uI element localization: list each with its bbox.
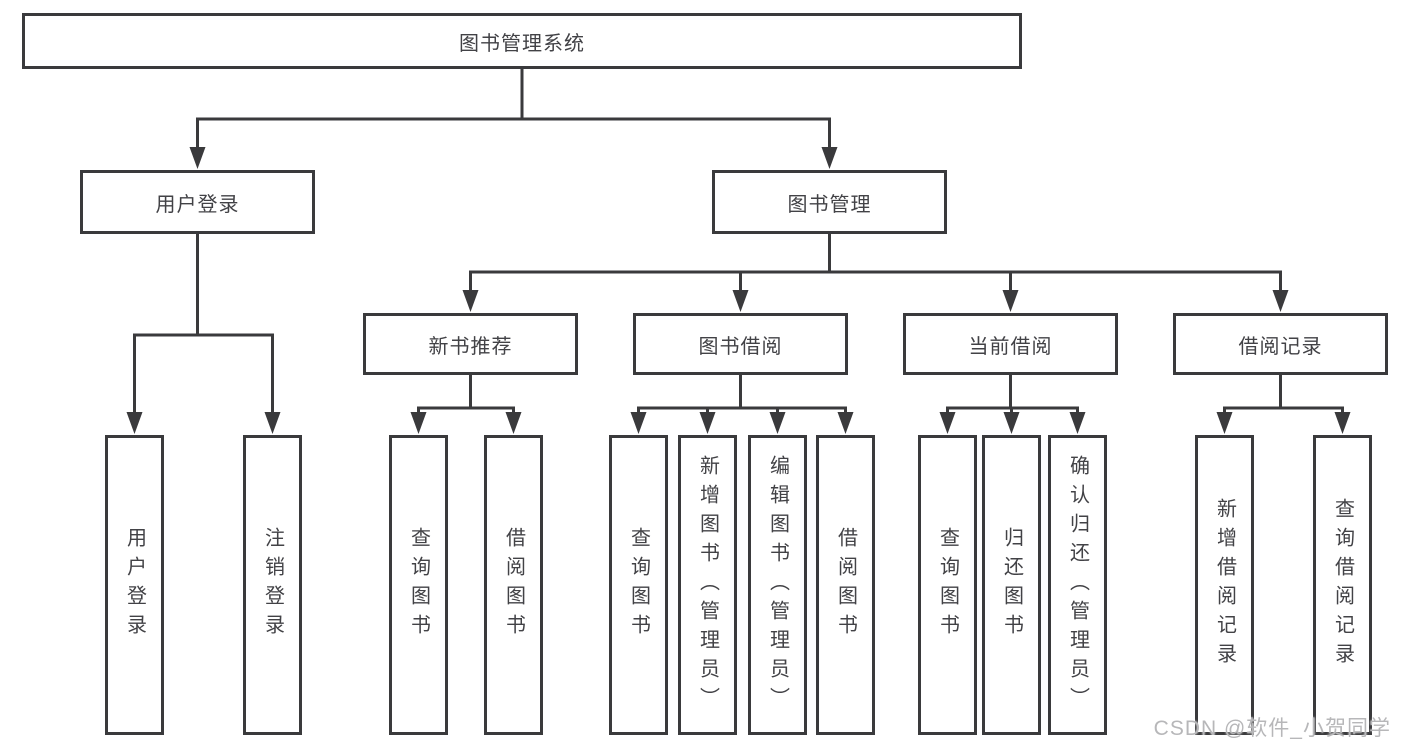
leaf-logout-login: 注销登录 — [243, 435, 302, 735]
node-new-book-recommendation: 新书推荐 — [363, 313, 578, 375]
leaf-borrowing-query-books: 查询图书 — [609, 435, 668, 735]
node-borrowing-records: 借阅记录 — [1173, 313, 1388, 375]
node-label: 用户登录 — [123, 527, 146, 643]
node-label: 查询图书 — [407, 527, 430, 643]
leaf-borrowing-edit-books-admin: 编辑图书（管理员） — [748, 435, 807, 735]
node-label: 新增图书（管理员） — [696, 454, 719, 716]
node-label: 当前借阅 — [968, 335, 1053, 358]
node-user-login: 用户登录 — [80, 170, 315, 234]
node-label: 编辑图书（管理员） — [766, 454, 789, 716]
leaf-current-query-books: 查询图书 — [918, 435, 977, 735]
node-label: 查询图书 — [627, 527, 650, 643]
csdn-watermark: CSDN @软件_小贺同学 — [1153, 717, 1391, 740]
node-book-borrowing: 图书借阅 — [633, 313, 848, 375]
leaf-borrowing-add-books-admin: 新增图书（管理员） — [678, 435, 737, 735]
node-library-system: 图书管理系统 — [22, 13, 1022, 69]
leaf-records-query-record: 查询借阅记录 — [1313, 435, 1372, 735]
node-label: 图书管理 — [787, 193, 872, 216]
node-label: 借阅图书 — [502, 527, 525, 643]
node-label: 注销登录 — [261, 527, 284, 643]
node-current-borrowing: 当前借阅 — [903, 313, 1118, 375]
node-label: 用户登录 — [155, 193, 240, 216]
node-book-management: 图书管理 — [712, 170, 947, 234]
node-label: 归还图书 — [1000, 527, 1023, 643]
node-label: 借阅记录 — [1238, 335, 1323, 358]
leaf-records-add-record: 新增借阅记录 — [1195, 435, 1254, 735]
leaf-user-login: 用户登录 — [105, 435, 164, 735]
node-label: 新书推荐 — [428, 335, 513, 358]
leaf-borrowing-borrow-books: 借阅图书 — [816, 435, 875, 735]
leaf-recommend-borrow-books: 借阅图书 — [484, 435, 543, 735]
node-label: 借阅图书 — [834, 527, 857, 643]
node-label: 图书借阅 — [698, 335, 783, 358]
node-label: 新增借阅记录 — [1213, 498, 1236, 672]
node-label: 查询图书 — [936, 527, 959, 643]
node-label: 图书管理系统 — [459, 32, 585, 55]
node-label: 查询借阅记录 — [1331, 498, 1354, 672]
leaf-current-return-books: 归还图书 — [982, 435, 1041, 735]
node-label: 确认归还（管理员） — [1066, 454, 1089, 716]
leaf-current-confirm-return-admin: 确认归还（管理员） — [1048, 435, 1107, 735]
leaf-recommend-query-books: 查询图书 — [389, 435, 448, 735]
